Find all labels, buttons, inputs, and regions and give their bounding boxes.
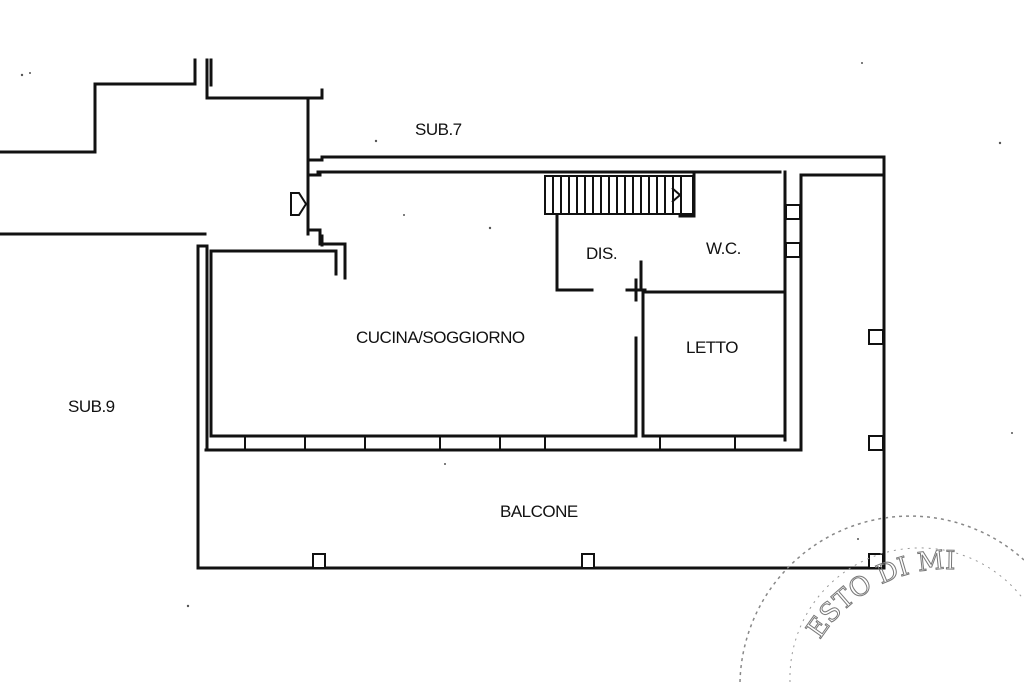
label-wc: W.C. [706,239,741,258]
label-sub7: SUB.7 [415,120,462,139]
label-dis: DIS. [586,244,617,263]
room-labels: SUB.7 SUB.9 DIS. W.C. CUCINA/SOGGIORNO L… [68,120,741,521]
entrance-arrow-icon [290,192,308,216]
pillars [312,204,884,569]
scan-specks [20,62,1013,608]
unit-perimeter-walls [196,155,886,570]
label-sub9: SUB.9 [68,397,115,416]
interior-walls [204,170,886,452]
label-cucina-soggiorno: CUCINA/SOGGIORNO [356,328,525,347]
staircase [544,175,694,215]
label-letto: LETTO [686,338,738,357]
official-stamp: ESTO DI MI [739,515,1024,682]
windows-balcony [244,436,736,450]
label-balcone: BALCONE [500,502,578,521]
sub7-corridor-walls [0,58,324,236]
